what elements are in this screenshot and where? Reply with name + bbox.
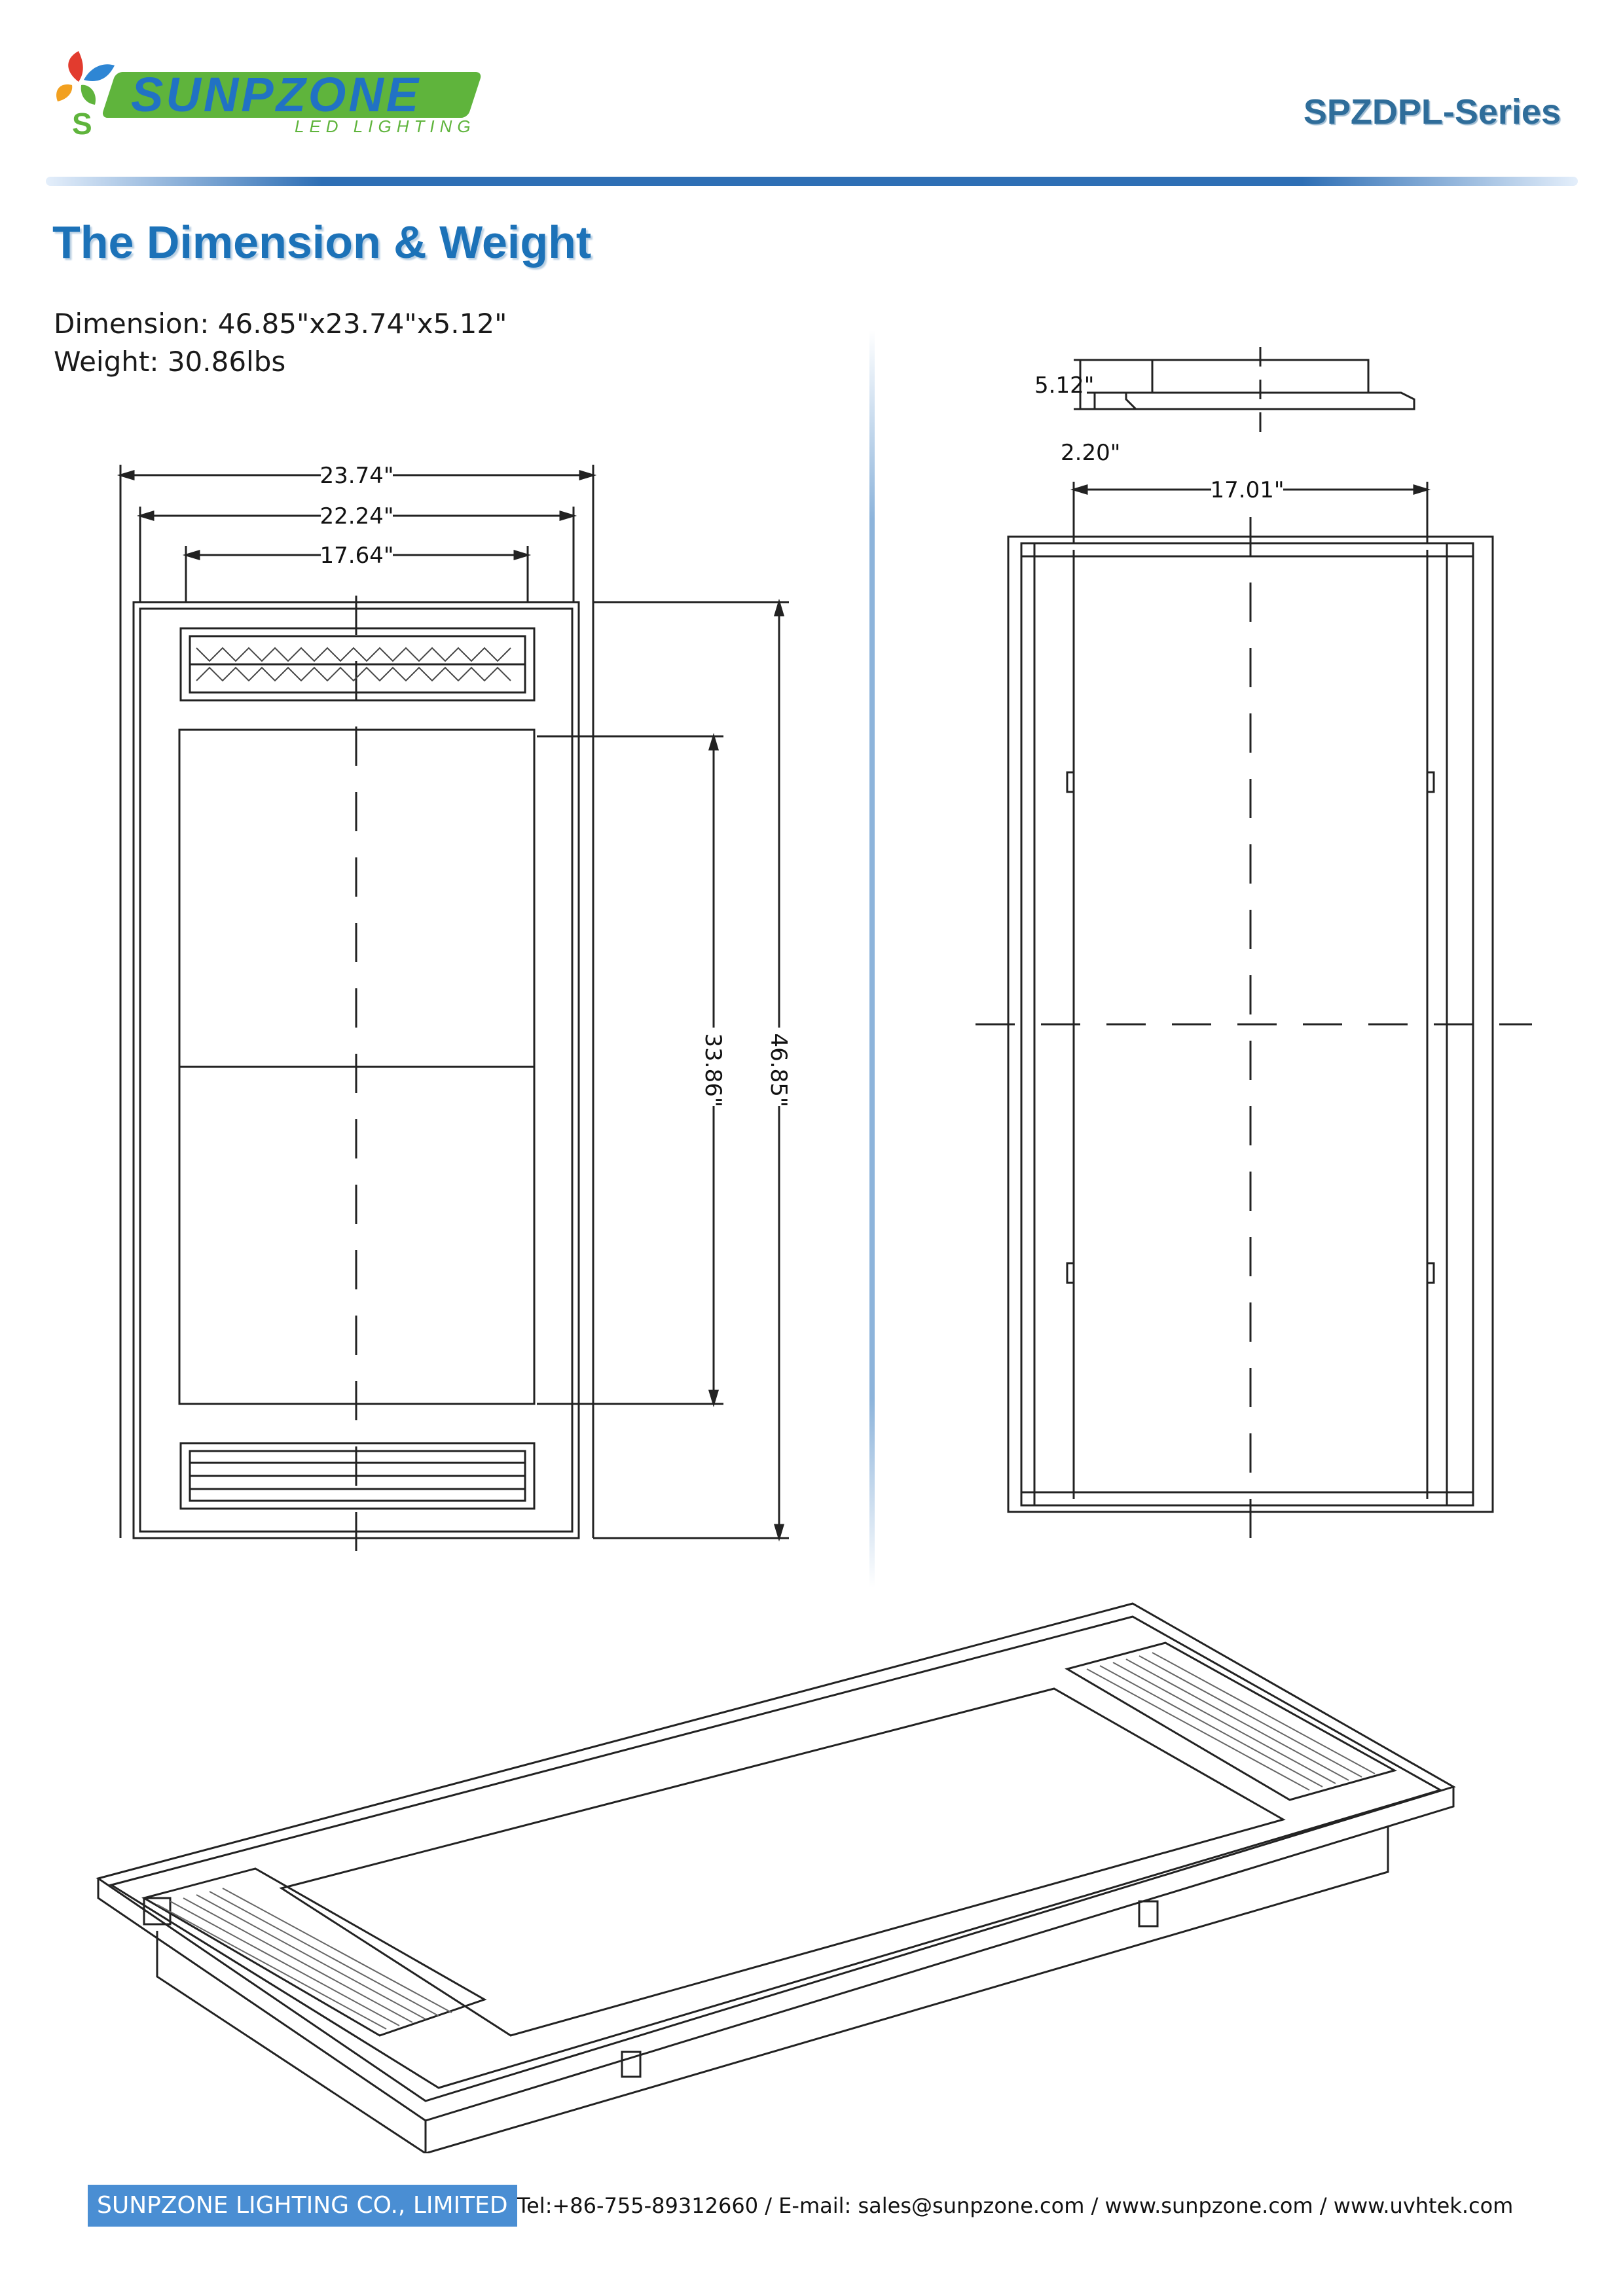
sunpzone-logo: S SUNPZONE LED LIGHTING [56,51,481,137]
dimension-spec: Dimension: 46.85"x23.74"x5.12" [54,308,507,340]
dim-width-inner: 22.24" [320,503,394,529]
weight-spec: Weight: 30.86lbs [54,346,286,378]
dim-width-outer: 23.74" [320,463,394,489]
footer-contact: Tel:+86-755-89312660 / E-mail: sales@sun… [517,2193,1514,2218]
dim-height-total: 46.85" [765,1033,792,1107]
dim-height-panel: 33.86" [700,1033,726,1107]
side-view-drawing: 5.12" 2.20" [1034,347,1415,466]
page-title: The Dimension & Weight [52,217,592,268]
dim-width-panel: 17.64" [320,543,394,569]
leaf-logo-icon: S [56,51,115,137]
dim-side-height: 5.12" [1034,372,1094,399]
header-rule [46,177,1578,186]
series-name: SPZDPL-Series [1303,92,1561,132]
dim-back-width: 17.01" [1211,477,1285,503]
dim-side-base: 2.20" [1061,440,1120,466]
front-view-drawing: 23.74" 22.24" 17.64" 33.86" 46.85" [117,462,792,1558]
svg-text:S: S [72,107,92,137]
logo-subtext: LED LIGHTING [295,117,476,136]
vertical-separator [869,331,875,1587]
logo-wordmark: SUNPZONE [131,67,421,122]
footer-company: SUNPZONE LIGHTING CO., LIMITED [88,2185,517,2227]
back-view-drawing: 17.01" [976,476,1532,1545]
isometric-view-drawing [96,1602,1456,2153]
